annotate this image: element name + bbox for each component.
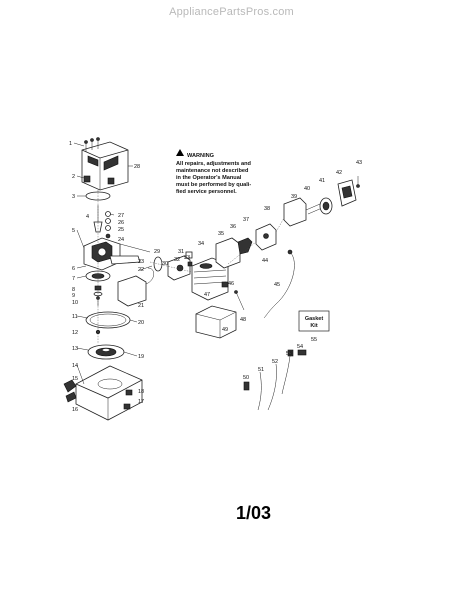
part-number: 11: [72, 314, 78, 320]
part-number: 54: [297, 344, 303, 350]
part-number: 43: [356, 160, 362, 166]
warning-line: in the Operator's Manual: [176, 175, 242, 181]
gasket-kit-label: Gasket: [305, 316, 324, 322]
part-number: 19: [138, 354, 144, 360]
part-number: 27: [118, 213, 124, 219]
part-number: 51: [258, 367, 264, 373]
fastener-stack: [93, 205, 111, 239]
part-number: 38: [264, 206, 270, 212]
part-number: 49: [222, 327, 228, 333]
air-filter-housing: [215, 223, 277, 269]
cylinder: [191, 257, 229, 301]
part-number: 52: [272, 359, 278, 365]
part-number: 10: [72, 300, 78, 306]
part-number: 7: [72, 276, 75, 282]
part-number: 30: [162, 261, 168, 267]
part-number: 35: [218, 231, 224, 237]
part-number: 34: [198, 241, 204, 247]
starter-housing: [63, 365, 143, 421]
part-number: 15: [72, 376, 78, 382]
part-number: 5: [72, 228, 75, 234]
warning-line: fied service personnel.: [176, 189, 237, 195]
part-number: 28: [134, 164, 140, 170]
part-number: 32: [174, 257, 180, 263]
gasket-kit-number: 55: [311, 337, 317, 343]
alignment-lines: [97, 190, 285, 344]
part-number: 4: [86, 214, 89, 220]
site-watermark: AppliancePartsPros.com: [169, 6, 294, 18]
part-number: 47: [204, 292, 210, 298]
part-number: 26: [118, 220, 124, 226]
part-number: 14: [72, 363, 78, 369]
part-number: 22: [138, 267, 144, 273]
part-number: 48: [240, 317, 246, 323]
part-number: 36: [230, 224, 236, 230]
part-number: 25: [118, 227, 124, 233]
part-number: 17: [138, 399, 144, 405]
part-number: 45: [274, 282, 280, 288]
crankcase: [83, 237, 151, 271]
part-number: 40: [304, 186, 310, 192]
part-number: 18: [138, 389, 144, 395]
part-number: 31: [178, 249, 184, 255]
part-number: 8: [72, 287, 75, 293]
gasket-kit-box: Gasket Kit 55: [298, 310, 330, 343]
warning-line: must be performed by quali-: [176, 182, 251, 188]
part-number: 33: [184, 255, 190, 261]
part-number: 3: [72, 194, 75, 200]
part-number: 1: [69, 141, 72, 147]
part-number: 12: [72, 330, 78, 336]
gasket-kit-label: Kit: [310, 323, 318, 329]
warning-title: WARNING: [187, 153, 214, 159]
engine-cover: [81, 137, 129, 191]
part-number: 6: [72, 266, 75, 272]
part-number: 21: [138, 303, 144, 309]
part-number: 37: [243, 217, 249, 223]
part-number: 16: [72, 407, 78, 413]
part-number: 13: [72, 346, 78, 352]
part-number: 39: [291, 194, 297, 200]
warning-icon: [176, 149, 184, 156]
fuel-lines: [243, 349, 307, 411]
part-number: 41: [319, 178, 325, 184]
part-number: 50: [243, 375, 249, 381]
page-number: 1/03: [236, 503, 272, 523]
ignition-module: [117, 265, 154, 307]
warning-note: WARNING All repairs, adjustments and mai…: [176, 149, 251, 195]
part-number: 29: [154, 249, 160, 255]
part-number: 46: [228, 281, 234, 287]
part-number: 9: [72, 293, 75, 299]
part-number: 23: [138, 259, 144, 265]
starter-pulley: [87, 344, 125, 360]
part-number: 53: [286, 351, 292, 357]
part-number: 42: [336, 170, 342, 176]
muffler: [195, 305, 237, 339]
part-number: 24: [118, 237, 124, 243]
warning-line: maintenance not described: [176, 168, 249, 174]
part-number: 20: [138, 320, 144, 326]
part-number: 44: [262, 258, 268, 264]
carburetor: [153, 251, 193, 281]
leader-lines: [73, 142, 138, 385]
recoil-ring: [85, 311, 131, 329]
fuel-components: [283, 176, 360, 227]
warning-line: All repairs, adjustments and: [176, 161, 251, 167]
part-callouts: 1 2 3 4 5 6 7 8 9 10 11 12 13 14 15 16 1…: [69, 141, 362, 413]
part-number: 2: [72, 174, 75, 180]
